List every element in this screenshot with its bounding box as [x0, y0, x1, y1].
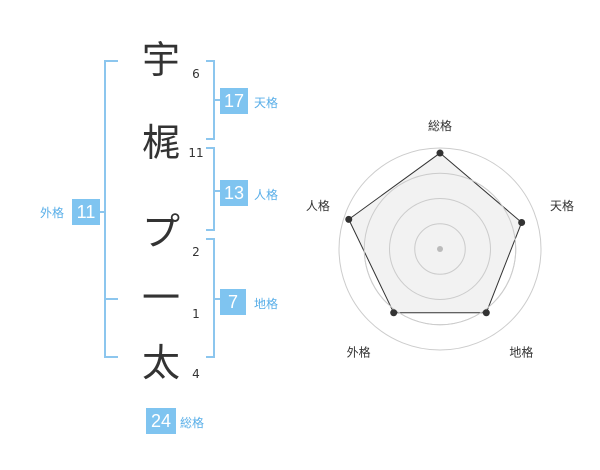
radar-point-5 — [345, 215, 353, 223]
radar-point-2 — [518, 218, 526, 226]
radar-point-4 — [390, 309, 398, 317]
gaikaku-bracket-stub — [104, 298, 118, 300]
radar-axis-label-4: 外格 — [347, 345, 371, 360]
chikaku-value: 7 — [220, 289, 246, 315]
stroke-count-1: 6 — [192, 67, 200, 81]
radar-grid-ring-inner — [363, 172, 517, 326]
chikaku-label: 地格 — [254, 297, 279, 311]
radar-grid-ring-inner — [414, 223, 466, 275]
name-char-5: 太 — [141, 341, 180, 385]
radar-axis-label-2: 天格 — [550, 198, 574, 213]
gaikaku-bracket — [104, 60, 118, 358]
tenkaku-value: 17 — [220, 88, 248, 114]
jinkaku-label: 人格 — [254, 188, 279, 202]
radar-axis-label-1: 総格 — [428, 118, 452, 133]
soukaku-value: 24 — [146, 408, 176, 434]
tenkaku-label: 天格 — [254, 96, 279, 110]
jinkaku-value: 13 — [220, 180, 248, 206]
radar-axis-label-3: 地格 — [509, 345, 533, 360]
jinkaku-bracket-stub — [214, 190, 220, 192]
stroke-count-4: 1 — [192, 307, 200, 321]
tenkaku-bracket-stub — [214, 99, 220, 101]
radar-point-3 — [482, 309, 490, 317]
stroke-count-5: 4 — [192, 367, 200, 381]
name-char-2: 梶 — [141, 121, 180, 165]
gaikaku-bracket-connector — [99, 211, 105, 213]
soukaku-label: 総格 — [180, 416, 205, 430]
name-char-4: 一 — [141, 276, 180, 320]
gaikaku-value: 11 — [72, 199, 100, 225]
chikaku-bracket-stub — [214, 298, 220, 300]
name-char-1: 宇 — [141, 38, 180, 82]
stroke-count-2: 11 — [188, 146, 204, 160]
gaikaku-label: 外格 — [40, 206, 65, 220]
name-char-3: プ — [141, 210, 180, 254]
radar-grid-ring-inner — [389, 198, 491, 300]
radar-point-1 — [436, 149, 444, 157]
radar-axis-label-5: 人格 — [306, 198, 330, 213]
jinkaku-bracket — [206, 147, 215, 231]
stroke-count-3: 2 — [192, 245, 200, 259]
radar-data-polygon — [348, 152, 523, 314]
radar-center-dot — [437, 246, 443, 252]
